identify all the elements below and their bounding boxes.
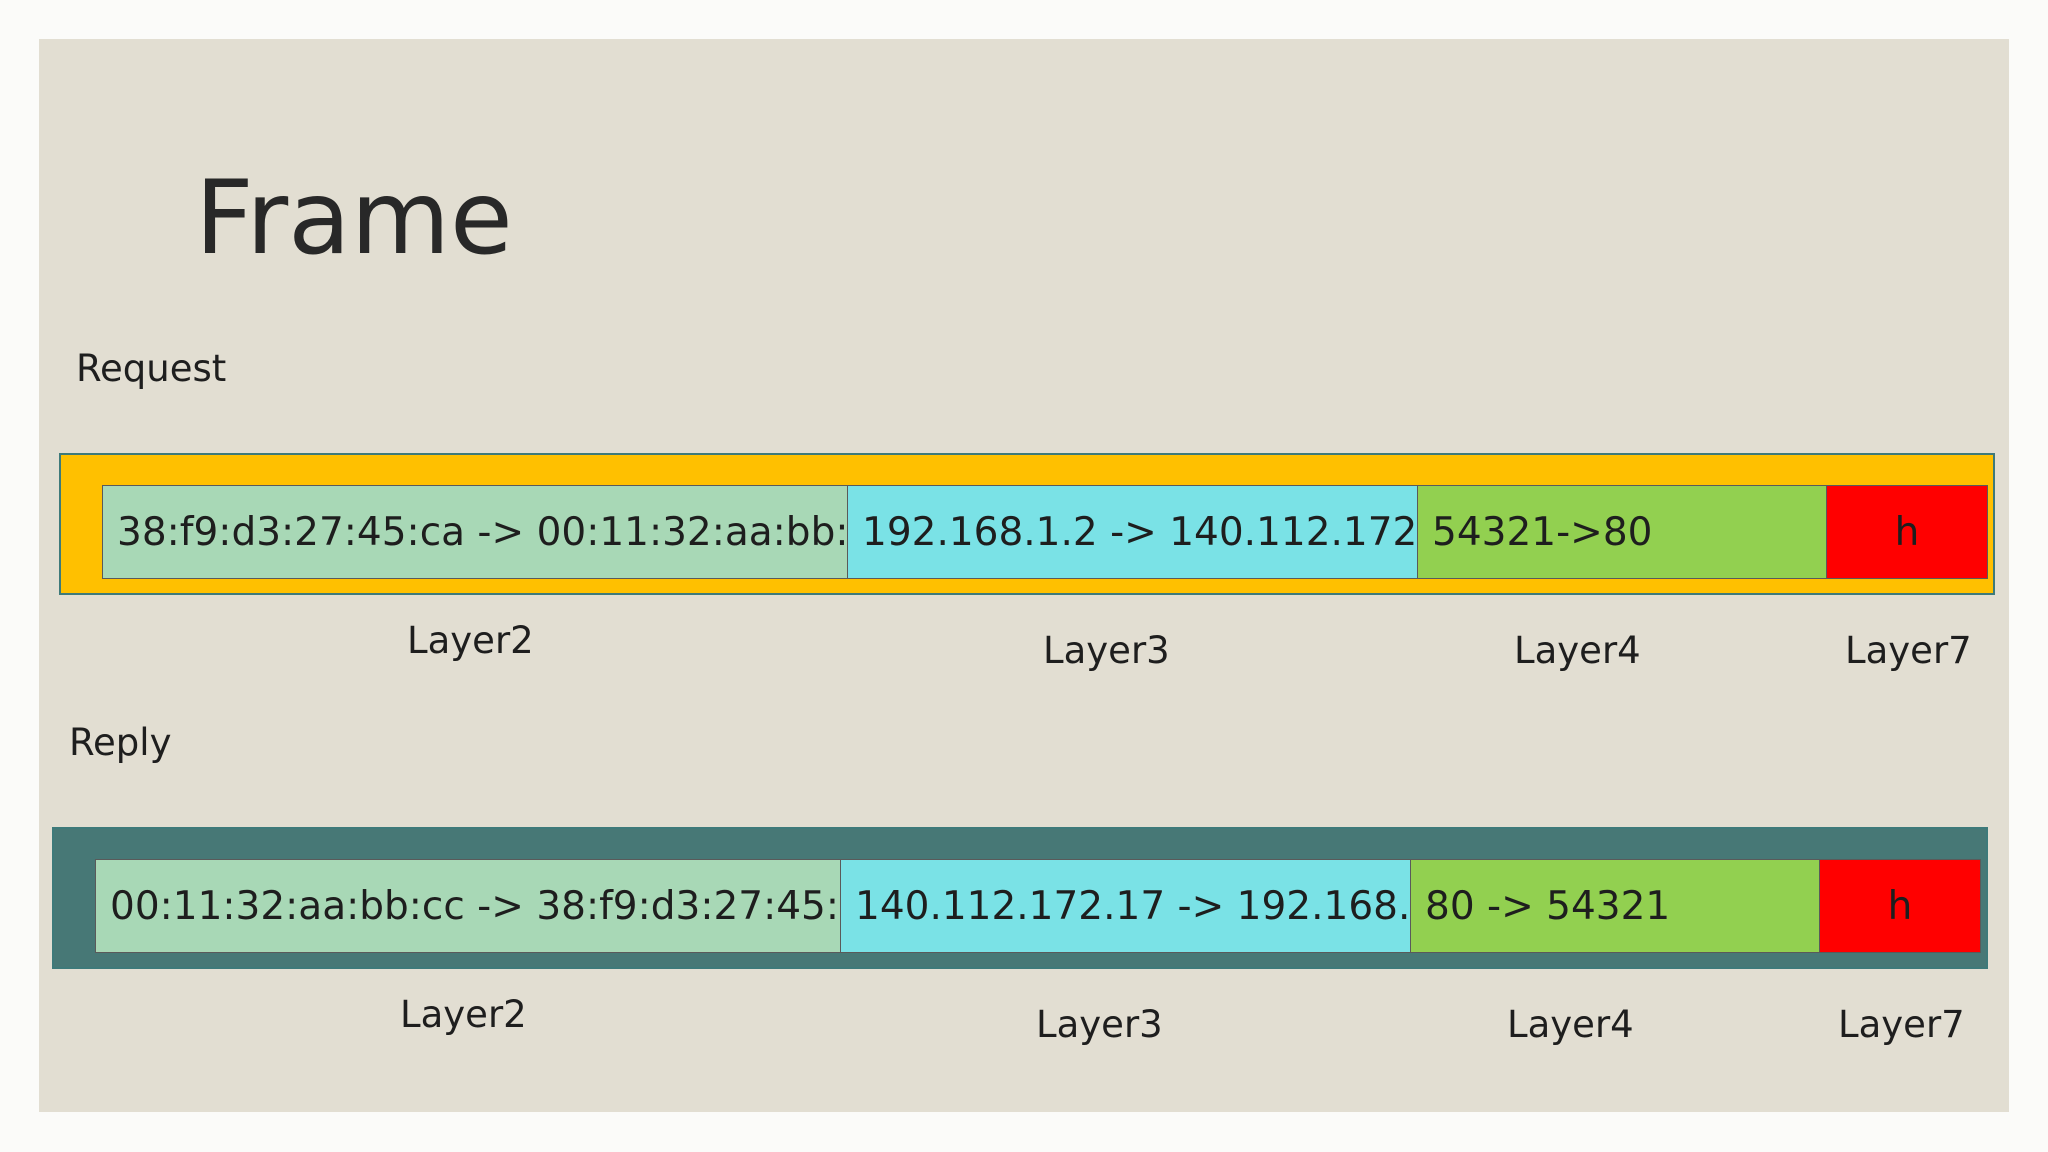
request-layer3-label: Layer3 <box>1043 629 1170 672</box>
reply-layer7-label: Layer7 <box>1838 1003 1965 1046</box>
request-layer7-segment: h <box>1826 485 1988 579</box>
reply-layer4-segment: 80 -> 54321 <box>1410 859 1820 953</box>
request-layer4-label: Layer4 <box>1514 629 1641 672</box>
request-layer7-label: Layer7 <box>1845 629 1972 672</box>
request-layer2-label: Layer2 <box>407 619 534 662</box>
reply-layer3-label: Layer3 <box>1036 1003 1163 1046</box>
reply-layer2-segment: 00:11:32:aa:bb:cc -> 38:f9:d3:27:45:ca <box>95 859 841 953</box>
reply-layer7-segment: h <box>1819 859 1981 953</box>
reply-frame: 00:11:32:aa:bb:cc -> 38:f9:d3:27:45:ca 1… <box>52 827 1988 969</box>
request-frame: 38:f9:d3:27:45:ca -> 00:11:32:aa:bb:cc 1… <box>59 453 1995 595</box>
reply-layer4-label: Layer4 <box>1507 1003 1634 1046</box>
request-layer3-segment: 192.168.1.2 -> 140.112.172.17 <box>847 485 1418 579</box>
reply-layer2-label: Layer2 <box>400 993 527 1036</box>
request-layer4-segment: 54321->80 <box>1417 485 1827 579</box>
slide-title: Frame <box>195 159 513 278</box>
reply-label: Reply <box>69 721 172 764</box>
slide: Frame Request 38:f9:d3:27:45:ca -> 00:11… <box>39 39 2009 1112</box>
request-label: Request <box>76 347 227 390</box>
reply-layer3-segment: 140.112.172.17 -> 192.168.1.2 <box>840 859 1411 953</box>
request-layer2-segment: 38:f9:d3:27:45:ca -> 00:11:32:aa:bb:cc <box>102 485 848 579</box>
